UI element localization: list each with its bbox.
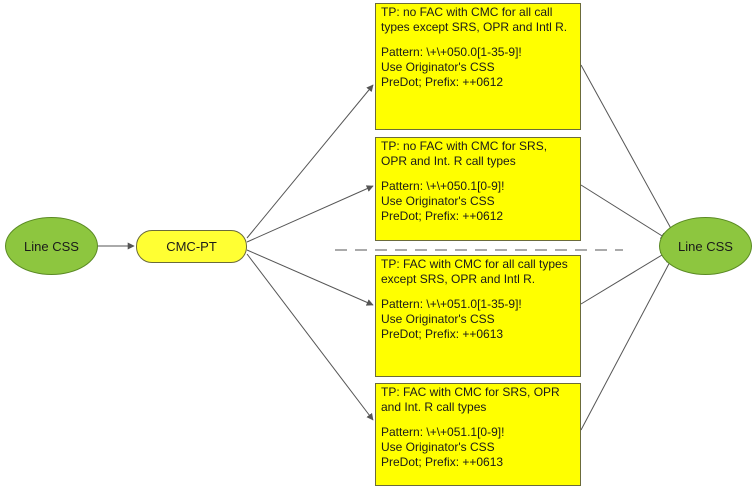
box-3-prefix: PreDot; Prefix: ++0613 <box>381 327 504 341</box>
arrow-pt-to-box-3 <box>246 249 374 306</box>
line-css-target-node: Line CSS <box>659 217 752 275</box>
arrow-box-4-to-target <box>580 257 673 431</box>
line-css-source-label: Line CSS <box>24 238 79 254</box>
translation-pattern-box-4: TP: FAC with CMC for SRS, OPR and Int. R… <box>375 383 581 486</box>
box-4-title: TP: FAC with CMC for SRS, OPR and Int. R… <box>381 385 560 414</box>
line-css-target-label: Line CSS <box>678 238 733 254</box>
translation-pattern-box-2: TP: no FAC with CMC for SRS, OPR and Int… <box>375 137 581 241</box>
line-css-source-node: Line CSS <box>5 217 98 275</box>
box-1-css: Use Originator's CSS <box>381 60 495 74</box>
arrow-box-3-to-target <box>580 251 668 305</box>
box-3-pattern: Pattern: \+\+051.0[1-35-9]! <box>381 297 522 311</box>
arrow-pt-to-box-1 <box>246 84 374 239</box>
cmc-pt-node: CMC-PT <box>136 230 247 263</box>
box-2-css: Use Originator's CSS <box>381 194 495 208</box>
translation-pattern-box-1: TP: no FAC with CMC for all call types e… <box>375 3 581 130</box>
box-1-pattern: Pattern: \+\+050.0[1-35-9]! <box>381 45 522 59</box>
box-1-title: TP: no FAC with CMC for all call types e… <box>381 5 568 34</box>
box-4-pattern: Pattern: \+\+051.1[0-9]! <box>381 425 505 439</box>
arrow-box-2-to-target <box>580 184 668 240</box>
box-1-prefix: PreDot; Prefix: ++0612 <box>381 75 504 89</box>
box-4-prefix: PreDot; Prefix: ++0613 <box>381 455 504 469</box>
translation-pattern-box-3: TP: FAC with CMC for all call types exce… <box>375 255 581 377</box>
box-2-prefix: PreDot; Prefix: ++0612 <box>381 209 504 223</box>
box-4-css: Use Originator's CSS <box>381 440 495 454</box>
box-3-css: Use Originator's CSS <box>381 312 495 326</box>
arrow-pt-to-box-4 <box>246 253 374 421</box>
arrow-pt-to-box-2 <box>246 185 374 243</box>
box-3-title: TP: FAC with CMC for all call types exce… <box>381 257 568 286</box>
box-2-title: TP: no FAC with CMC for SRS, OPR and Int… <box>381 139 548 168</box>
arrow-box-1-to-target <box>580 64 675 235</box>
box-2-pattern: Pattern: \+\+050.1[0-9]! <box>381 179 505 193</box>
cmc-pt-label: CMC-PT <box>166 239 217 254</box>
